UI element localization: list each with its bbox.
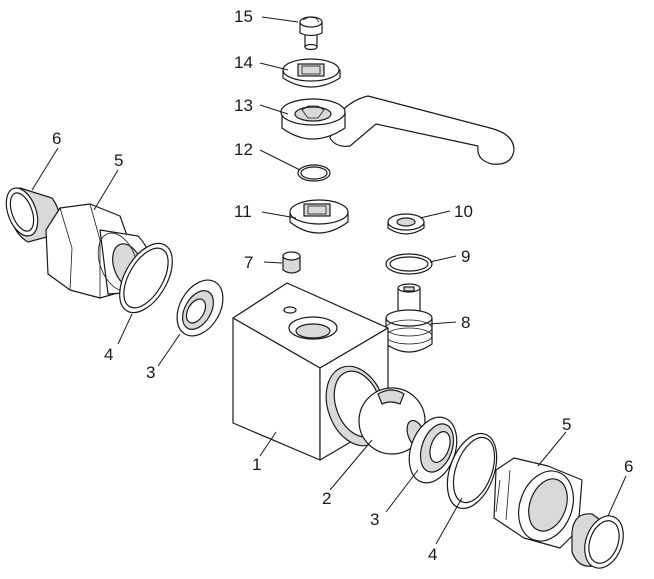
callout-14: 14 [234, 53, 253, 72]
leader-5a [93, 169, 119, 211]
part-12-ring [297, 164, 331, 182]
part-3-seat-right [408, 416, 458, 484]
callout-8: 8 [461, 313, 470, 332]
callout-4-right: 4 [428, 545, 437, 564]
part-5-nut-right [493, 457, 583, 549]
callout-13: 13 [234, 96, 253, 115]
part-15-bolt [299, 16, 323, 51]
callout-3-right: 3 [370, 510, 379, 529]
callout-11: 11 [234, 202, 252, 221]
callout-5-right: 5 [562, 415, 571, 434]
part-10-ring [387, 213, 425, 235]
callout-1: 1 [252, 455, 261, 474]
callout-4-left: 4 [104, 345, 113, 364]
part-13-handle [280, 95, 515, 165]
callout-7: 7 [244, 253, 253, 272]
leader-5b [537, 431, 567, 467]
part-3-seat-left [176, 279, 224, 337]
leader-10 [419, 210, 451, 219]
part-8-stem [385, 283, 433, 353]
callout-5-left: 5 [114, 151, 123, 170]
leader-15 [261, 16, 299, 23]
leader-9 [429, 255, 457, 263]
part-1-body [232, 282, 389, 461]
part-9-o-ring [385, 253, 433, 275]
part-14-plate [282, 58, 341, 88]
part-11-stop-plate [289, 199, 349, 234]
leader-1 [259, 431, 277, 457]
leader-12 [259, 149, 301, 171]
leader-11 [261, 211, 297, 219]
leader-3b [385, 469, 419, 513]
leader-6a [31, 147, 59, 191]
callout-15: 15 [234, 7, 253, 26]
leader-6b [607, 475, 627, 517]
leader-2 [329, 439, 373, 491]
part-6-cap-right [571, 513, 624, 569]
leader-3a [157, 333, 181, 367]
callout-10: 10 [454, 202, 473, 221]
leader-13 [259, 104, 289, 115]
leader-4b [435, 497, 463, 545]
leader-4a [117, 313, 133, 345]
callout-6-left: 6 [52, 129, 61, 148]
part-4-ring-left [119, 242, 173, 314]
callout-3-left: 3 [146, 363, 155, 382]
part-7-pin [282, 251, 301, 274]
callout-labels: 15 14 13 12 11 10 9 8 7 6 5 4 3 1 2 3 4 … [52, 7, 633, 564]
leader-lines [31, 16, 627, 545]
leader-7 [263, 261, 283, 264]
leader-8 [429, 321, 457, 325]
leader-14 [259, 62, 289, 71]
callout-2: 2 [322, 489, 331, 508]
part-4-ring-right [446, 432, 498, 510]
callout-12: 12 [234, 140, 253, 159]
callout-9: 9 [461, 247, 470, 266]
callout-6-right: 6 [624, 457, 633, 476]
